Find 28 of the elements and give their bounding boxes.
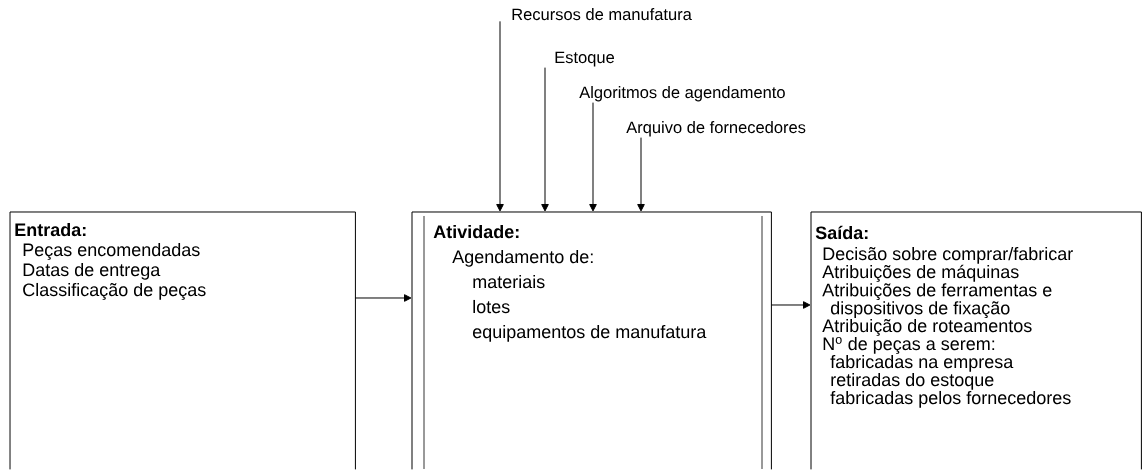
arrow — [354, 294, 412, 302]
input-label: Algoritmos de agendamento — [579, 86, 785, 102]
box-text: Agendamento de: — [452, 249, 593, 267]
box-text: fabricadas na empresa — [830, 354, 1014, 372]
input-label: Recursos de manufatura — [512, 8, 692, 21]
arrow — [589, 102, 597, 212]
arrow — [770, 301, 811, 309]
box-text: equipamentos de manufatura — [473, 324, 707, 342]
box-text: retiradas do estoque — [831, 372, 994, 390]
box-heading: Entrada: — [15, 222, 86, 237]
arrow — [637, 137, 645, 212]
box-text: fabricadas pelos fornecedores — [830, 390, 1071, 408]
input-label: Arquivo de fornecedores — [626, 121, 806, 137]
box-heading: Atividade: — [433, 224, 519, 239]
box-heading: Saída: — [815, 225, 868, 240]
box-text: N$^{o}$ de peças a serem: — [823, 336, 995, 354]
box-text: Atribuição de roteamentos — [822, 318, 1032, 336]
box-text: Peças encomendadas — [23, 242, 200, 260]
box-text: materiais — [473, 274, 545, 289]
box-text: lotes — [473, 299, 510, 314]
box-text: Datas de entrega — [23, 262, 161, 280]
box-text: Atribuições de ferramentas e dispositivos de fixação — [822, 283, 1052, 319]
box-text: Decisão sobre comprar/fabricar — [823, 246, 1073, 264]
box-text: Atribuições de máquinas — [822, 264, 1019, 282]
arrow — [541, 67, 549, 212]
box-text: Classificação de peças — [23, 282, 206, 300]
input-label: Estoque — [555, 51, 614, 67]
arrow — [496, 20, 504, 212]
